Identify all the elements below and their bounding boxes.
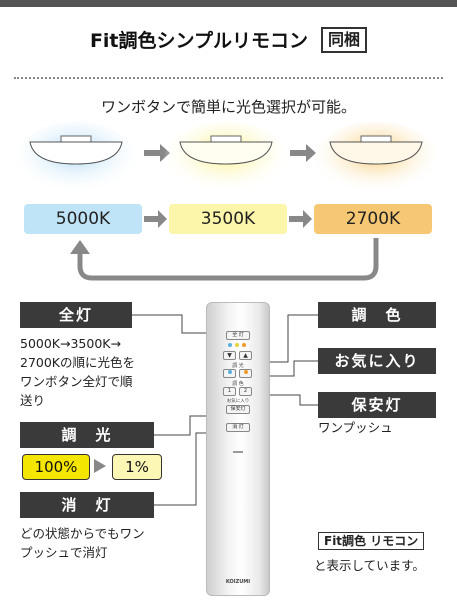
remote-slot [233, 451, 243, 453]
label-zento: 全灯 [20, 302, 132, 328]
temp-3500k: 3500K [169, 204, 287, 234]
play-arrow-icon [94, 459, 106, 473]
label-hoanto: 保安灯 [318, 392, 436, 418]
dimming-to: 1% [112, 454, 162, 480]
zento-desc-line: ワンボタン全灯で順 [20, 374, 133, 389]
hoanto-description: ワンプッシュ [318, 420, 393, 435]
shoutou-desc-line: どの状態からでもワン [20, 526, 145, 541]
arrow-head-icon [70, 240, 90, 254]
label-chokou: 調 光 [20, 422, 154, 448]
remote-fav-1-button[interactable]: 1 [223, 387, 236, 396]
zento-desc-line: 送り [20, 393, 46, 408]
remote-fav-label: お気に入り [226, 399, 250, 404]
arrow-icon [289, 210, 312, 228]
zento-desc-line: 5000K→3500K→ [20, 336, 121, 351]
loop-arrow [77, 238, 379, 281]
top-bar [0, 0, 457, 7]
remote-fav-2-button[interactable]: 2 [239, 387, 252, 396]
lamp-illustrations [14, 122, 438, 198]
lamp-2700k [314, 122, 438, 198]
remote-hoanto-button[interactable]: 保安灯 [226, 405, 250, 414]
remote-control: 全 灯 ▼ ▲ 調 光 調 色 1 2 お気に入り 保安灯 消 灯 KOIZUM… [206, 302, 270, 596]
dotted-divider [14, 77, 443, 79]
shoutou-description: どの状態からでもワン プッシュで消灯 [20, 524, 200, 562]
remote-note-badge: Fit調色 リモコン [318, 530, 425, 550]
bundled-badge: 同梱 [321, 26, 368, 53]
arrow-icon [144, 210, 167, 228]
lamp-3500k [164, 122, 288, 198]
label-choshoku: 調 色 [318, 302, 436, 328]
note-badge: Fit調色 リモコン [318, 532, 425, 550]
zento-desc-line: 2700Kの順に光色を [20, 355, 136, 370]
label-okiniiri: お気に入り [318, 348, 436, 374]
remote-color-blue-button[interactable] [223, 369, 236, 378]
page-title: Fit調色シンプルリモコン [89, 30, 308, 52]
zento-description: 5000K→3500K→ 2700Kの順に光色を ワンボタン全灯で順 送り [20, 334, 200, 410]
remote-button-zento[interactable]: 全 灯 [226, 331, 250, 340]
remote-shoutou-button[interactable]: 消 灯 [226, 423, 250, 432]
temp-2700k: 2700K [314, 204, 432, 234]
remote-note-text: と表示しています。 [314, 558, 425, 573]
remote-dim-down-button[interactable]: ▼ [223, 351, 236, 360]
remote-color-dots [226, 342, 248, 348]
shoutou-desc-line: プッシュで消灯 [20, 545, 108, 560]
remote-choshoku-label: 調 色 [232, 381, 244, 387]
remote-brand-logo: KOIZUMI [225, 579, 251, 585]
remote-dim-up-button[interactable]: ▲ [239, 351, 252, 360]
subtitle: ワンボタンで簡単に光色選択が可能。 [100, 98, 356, 116]
arrow-icon [290, 144, 316, 162]
lamp-5000k [14, 122, 138, 198]
temp-5000k: 5000K [24, 204, 142, 234]
label-shoutou: 消 灯 [20, 492, 154, 518]
dimming-from: 100% [22, 454, 90, 480]
arrow-icon [144, 144, 170, 162]
header: Fit調色シンプルリモコン 同梱 [0, 26, 457, 53]
remote-color-orange-button[interactable] [239, 369, 252, 378]
temp-arrows [70, 210, 379, 281]
remote-choukou-label: 調 光 [232, 363, 244, 369]
